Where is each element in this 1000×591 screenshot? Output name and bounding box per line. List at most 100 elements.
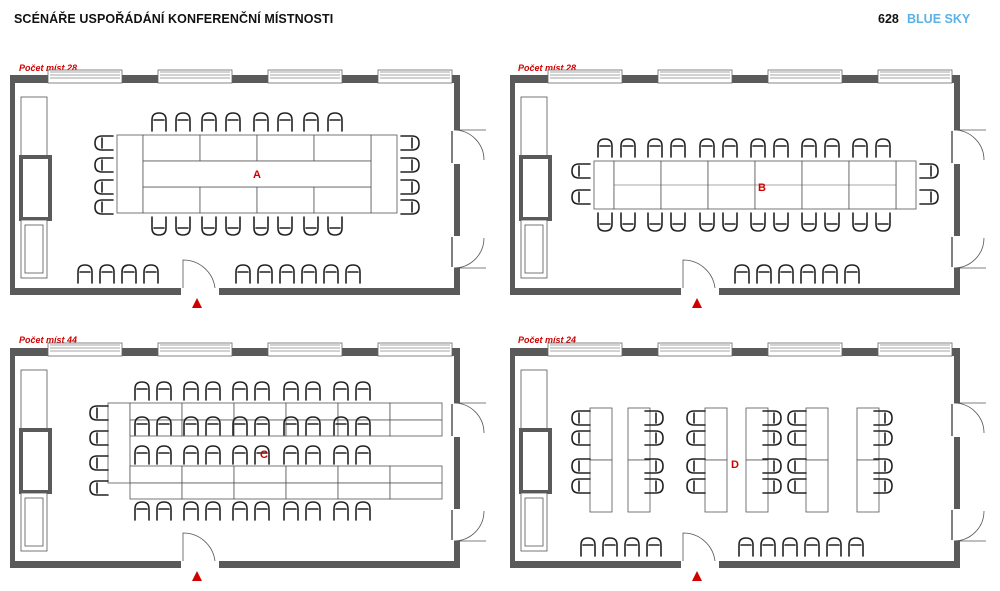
chair: [89, 455, 109, 471]
floor-plan-b: B: [510, 69, 986, 308]
chair: [305, 416, 321, 436]
chair: [355, 381, 371, 401]
window: [547, 69, 623, 84]
chair: [333, 381, 349, 401]
chair: [597, 138, 613, 158]
chair: [183, 501, 199, 521]
chair: [134, 501, 150, 521]
door-right-bottom: [453, 510, 486, 542]
wall-left: [10, 348, 15, 568]
chair: [232, 445, 248, 465]
chair: [644, 478, 664, 494]
chair: [686, 458, 706, 474]
chair: [232, 381, 248, 401]
chair: [644, 410, 664, 426]
chair: [134, 416, 150, 436]
chair: [156, 381, 172, 401]
door-right-bottom: [953, 510, 986, 542]
chair: [327, 216, 343, 236]
window: [267, 342, 343, 357]
room-number: 628: [878, 12, 899, 26]
chair: [787, 478, 807, 494]
desk: [181, 419, 235, 437]
door-right-bottom: [953, 237, 986, 269]
cabinet: [520, 96, 548, 158]
chair: [201, 112, 217, 132]
table: [704, 407, 728, 461]
desk: [389, 419, 443, 437]
chair: [756, 264, 772, 284]
wall-top: [10, 348, 460, 356]
window: [657, 69, 733, 84]
wall-right-mid: [454, 437, 460, 509]
chair: [89, 405, 109, 421]
desk: [389, 402, 443, 421]
cabinet-dark: [19, 155, 52, 221]
desk: [129, 482, 183, 500]
table: [745, 459, 769, 513]
chair: [804, 537, 820, 557]
chair: [254, 445, 270, 465]
capacity-label-d: Počet míst 24: [518, 335, 577, 345]
chair: [143, 264, 159, 284]
chair: [647, 212, 663, 232]
chair: [283, 416, 299, 436]
chair: [699, 138, 715, 158]
chair: [225, 216, 241, 236]
entrance-arrow: [192, 298, 202, 308]
chair: [822, 264, 838, 284]
table-end-left: [593, 160, 615, 210]
chair: [762, 430, 782, 446]
chair: [156, 445, 172, 465]
wall-right-bottom: [954, 541, 960, 568]
desk: [181, 482, 235, 500]
table: [745, 407, 769, 461]
chair: [327, 112, 343, 132]
table-segment: [256, 134, 315, 162]
scenario-label: B: [758, 182, 766, 194]
chair: [919, 163, 939, 179]
chair: [253, 112, 269, 132]
chair: [686, 478, 706, 494]
door-bottom: [682, 532, 716, 562]
table: [805, 459, 829, 513]
window: [547, 342, 623, 357]
chair: [571, 458, 591, 474]
chair: [355, 501, 371, 521]
chair: [852, 138, 868, 158]
door-right-top: [453, 129, 486, 161]
window: [47, 342, 123, 357]
wall-bottom: [510, 561, 960, 568]
wall-bottom: [510, 288, 960, 295]
wall-right-mid: [954, 437, 960, 509]
table: [704, 459, 728, 513]
door-right-top: [453, 402, 486, 434]
table: [589, 459, 613, 513]
chair: [400, 157, 420, 173]
window: [877, 342, 953, 357]
chair: [333, 445, 349, 465]
chair: [235, 264, 251, 284]
chair: [722, 138, 738, 158]
window: [877, 69, 953, 84]
chair: [787, 430, 807, 446]
chair: [826, 537, 842, 557]
scenario-label: C: [260, 449, 268, 461]
table: [856, 459, 880, 513]
chair: [762, 410, 782, 426]
chair: [225, 112, 241, 132]
chair: [670, 138, 686, 158]
door-bottom: [182, 259, 216, 289]
chair: [624, 537, 640, 557]
wall-right-top: [954, 75, 960, 130]
chair: [644, 430, 664, 446]
scenario-label: A: [253, 169, 261, 181]
wall-right-bottom: [454, 268, 460, 295]
door-right-top: [953, 402, 986, 434]
floor-plan-d: D: [510, 342, 986, 581]
chair: [773, 138, 789, 158]
desk: [181, 465, 235, 484]
wall-right-bottom: [954, 268, 960, 295]
chair: [333, 416, 349, 436]
